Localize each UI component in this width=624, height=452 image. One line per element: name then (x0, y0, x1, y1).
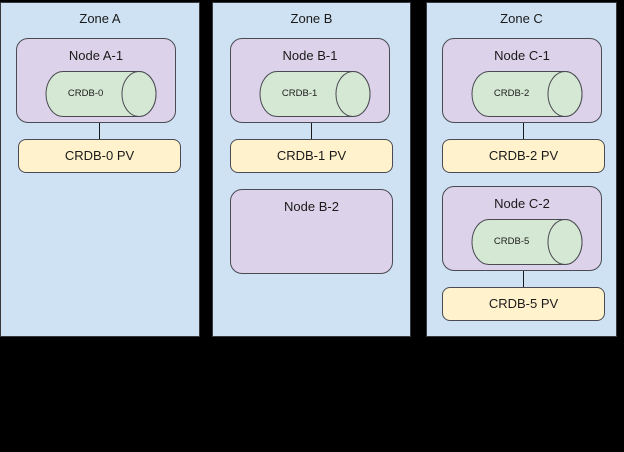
pv-label: CRDB-1 PV (276, 148, 347, 163)
database-cylinder-crdb-5: CRDB-5 (471, 219, 583, 265)
node-title: Node B-1 (282, 48, 338, 63)
pv-connector-line (311, 123, 312, 139)
persistent-volume-crdb-0-pv: CRDB-0 PV (18, 139, 181, 173)
pv-label: CRDB-5 PV (488, 296, 559, 311)
zone-title: Zone B (290, 11, 333, 26)
database-cylinder-crdb-2: CRDB-2 (471, 71, 583, 117)
persistent-volume-crdb-5-pv: CRDB-5 PV (442, 287, 605, 321)
node-box-node-b-2: Node B-2 (230, 189, 393, 274)
node-title: Node B-2 (284, 199, 339, 214)
database-cylinder-crdb-0: CRDB-0 (45, 71, 157, 117)
pv-label: CRDB-0 PV (64, 148, 135, 163)
zone-title: Zone C (500, 11, 543, 26)
pv-connector-line (99, 123, 100, 139)
zone-title: Zone A (79, 11, 121, 26)
pv-label: CRDB-2 PV (488, 148, 559, 163)
pv-connector-line (523, 123, 524, 139)
database-cylinder-crdb-1: CRDB-1 (259, 71, 371, 117)
persistent-volume-crdb-1-pv: CRDB-1 PV (230, 139, 393, 173)
node-title: Node A-1 (68, 48, 124, 63)
pv-connector-line (523, 271, 524, 287)
persistent-volume-crdb-2-pv: CRDB-2 PV (442, 139, 605, 173)
node-title: Node C-2 (494, 196, 550, 211)
node-title: Node C-1 (494, 48, 550, 63)
